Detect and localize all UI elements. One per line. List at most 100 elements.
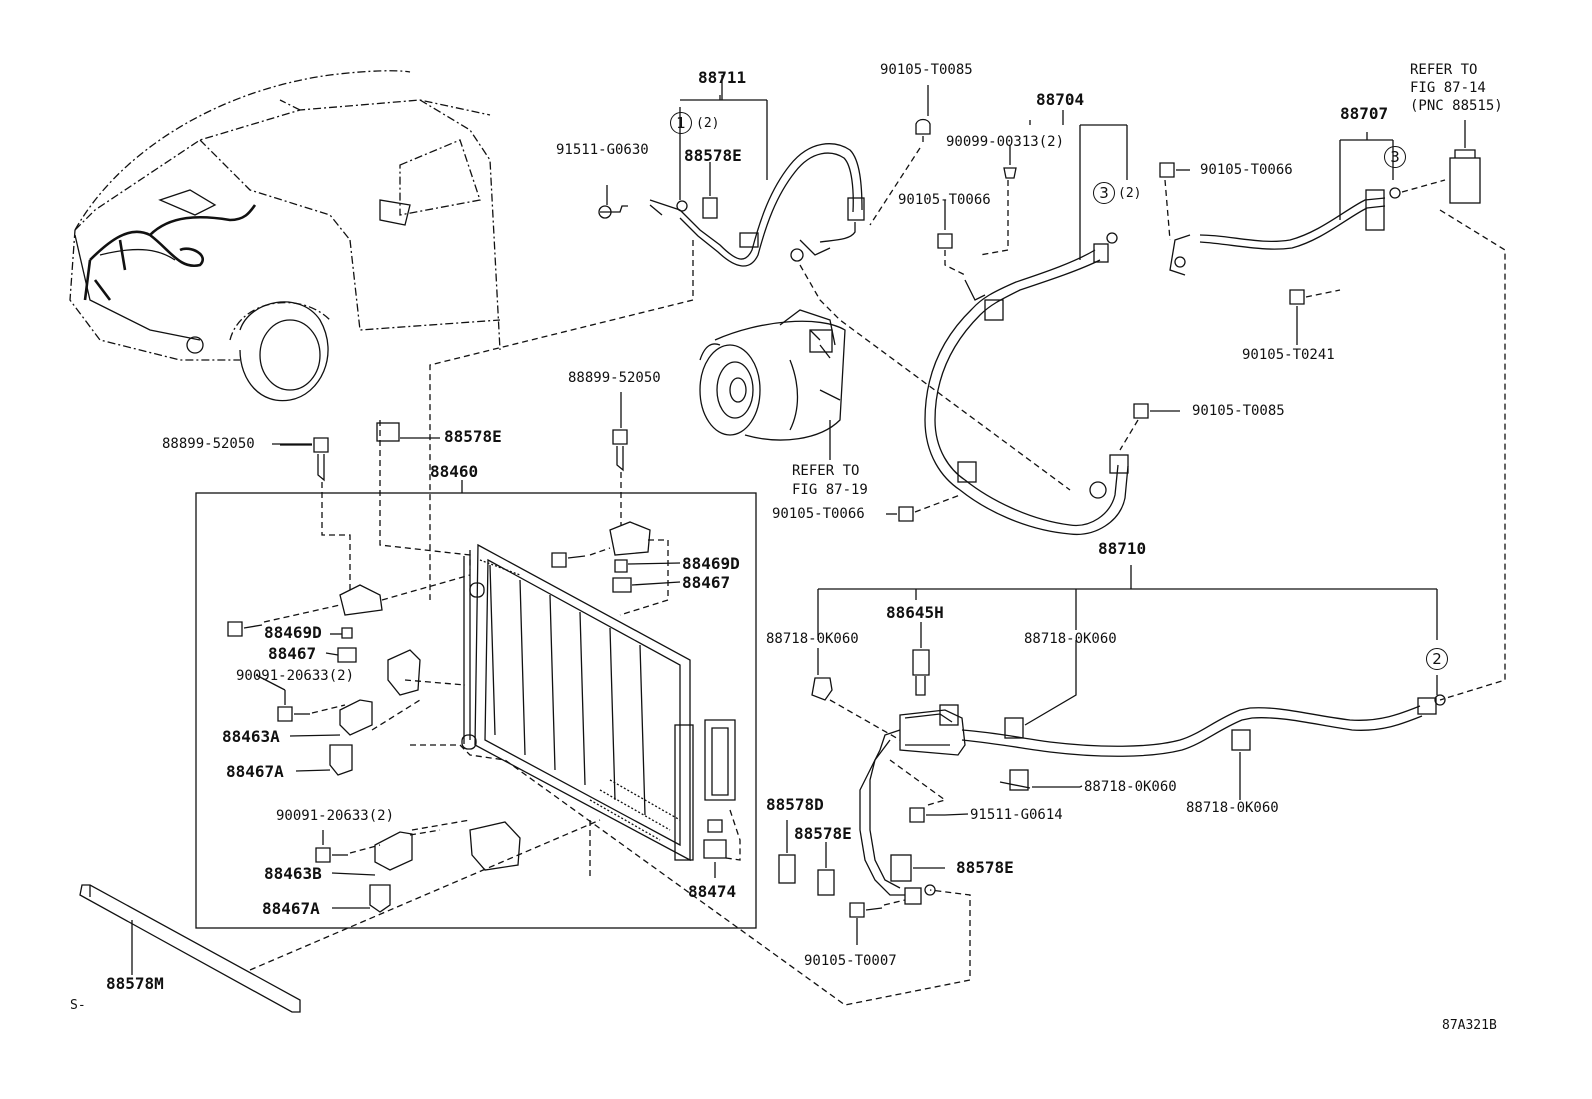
bolt-left-bracket [227,621,263,637]
label-88467A-b[interactable]: 88467A [262,899,320,918]
condenser-core [461,543,691,862]
label-88463A[interactable]: 88463A [222,727,280,746]
hose-88704 [924,243,1129,535]
label-88718-0K060-d[interactable]: 88718-0K060 [1186,800,1279,816]
bolt-90105-T0007 [849,902,883,945]
label-90091-20633-b[interactable]: 90091-20633(2) [276,808,395,824]
label-88578E-mid[interactable]: 88578E [444,427,502,446]
compressor [699,309,846,441]
bolt-90105-T0066-bottom [886,506,914,522]
callout-1: 1 [670,112,692,134]
callout-1-qty: (2) [696,116,720,131]
bolt-90105-T0085-mid [1133,403,1180,419]
label-88645H[interactable]: 88645H [886,603,944,622]
label-88718-0K060-c[interactable]: 88718-0K060 [1084,779,1177,795]
label-88578D[interactable]: 88578D [766,795,824,814]
condenser-assembly-box [195,492,757,929]
bolt-91511-G0630 [598,185,628,219]
bracket-seal-left [387,649,421,696]
hose-88710 [859,694,1446,905]
label-90099-00313[interactable]: 90099-00313(2) [946,134,1065,150]
label-88578E-top[interactable]: 88578E [684,146,742,165]
bracket-88711 [679,95,768,200]
label-refer-fig-87-14-line2[interactable]: FIG 87-14 [1410,80,1486,96]
label-88718-0K060-b[interactable]: 88718-0K060 [1024,631,1117,647]
switch-88645H [912,622,930,696]
label-88578M[interactable]: 88578M [106,974,164,993]
clip-88718-0K060-a [811,648,833,701]
label-88899-52050-mid[interactable]: 88899-52050 [568,370,661,386]
bushing-88467A-b [369,884,391,913]
label-refer-fig-87-19-line1: REFER TO [792,463,860,479]
label-90105-T0241[interactable]: 90105-T0241 [1242,347,1335,363]
bracket-88704 [1029,120,1128,260]
vehicle-front-detail [74,189,411,402]
bracket-88469D-left [339,584,383,616]
seal-block-lower [469,821,521,871]
clip-88578E-right [890,854,912,882]
bracket-88710 [817,565,1438,640]
screw-90099-00313 [1003,145,1017,179]
callout-3-88707: 3 [1384,146,1406,168]
bolt-90105-T0085-top [915,85,931,142]
bushing-88467A-a [329,744,353,776]
label-91511-G0614[interactable]: 91511-G0614 [970,807,1063,823]
bolt-90091-20633-b [315,830,348,863]
label-90105-T0066-bottom[interactable]: 90105-T0066 [772,506,865,522]
bolt-90105-T0241 [1289,289,1305,345]
label-refer-fig-87-19-line2[interactable]: FIG 87-19 [792,482,868,498]
callout-3-qty: (2) [1118,186,1142,201]
bolt-90091-20633-a [277,690,310,722]
clip-88578E-top [702,197,718,219]
label-figure-code: 87A321B [1442,1018,1497,1033]
label-90105-T0085-top[interactable]: 90105-T0085 [880,62,973,78]
bolt-88899-52050-left [280,437,329,482]
label-88474[interactable]: 88474 [688,882,737,901]
label-88467-right[interactable]: 88467 [682,573,731,592]
label-88460[interactable]: 88460 [430,462,479,481]
label-88578E-right[interactable]: 88578E [956,858,1014,877]
label-88463B[interactable]: 88463B [264,864,322,883]
label-88711[interactable]: 88711 [698,68,747,87]
label-88710[interactable]: 88710 [1098,539,1147,558]
label-88469D-right[interactable]: 88469D [682,554,740,573]
bracket-88463B [374,831,413,871]
label-90105-T0066-mid[interactable]: 90105-T0066 [898,192,991,208]
bracket-88463A [339,699,373,736]
clip-88718-0K060-c [999,781,1080,789]
label-90105-T0066-right[interactable]: 90105-T0066 [1200,162,1293,178]
label-88467-left[interactable]: 88467 [268,644,317,663]
hose-88707 [1169,189,1386,276]
label-88467A-a[interactable]: 88467A [226,762,284,781]
label-90105-T0007[interactable]: 90105-T0007 [804,953,897,969]
label-91511-G0630[interactable]: 91511-G0630 [556,142,649,158]
label-88704[interactable]: 88704 [1036,90,1085,109]
label-88469D-left[interactable]: 88469D [264,623,322,642]
label-88899-52050-left[interactable]: 88899-52050 [162,436,255,452]
label-refer-fig-87-14-line3[interactable]: (PNC 88515) [1410,98,1503,114]
bracket-88469D-right [609,521,651,556]
receiver-drier [674,719,736,861]
bolt-90105-T0066-mid [937,200,953,249]
label-88578E-low[interactable]: 88578E [794,824,852,843]
clip-88578E-mid [376,422,400,442]
bolt-90105-T0066-right [1159,162,1190,178]
callout-2: 2 [1426,648,1448,670]
clip-88578E-low [817,869,835,896]
hose-88711 [649,143,865,267]
label-90105-T0085-mid[interactable]: 90105-T0085 [1192,403,1285,419]
seal-strip-88578M [79,884,301,1013]
vehicle-illustration [69,70,501,361]
label-88707[interactable]: 88707 [1340,104,1389,123]
label-88718-0K060-a[interactable]: 88718-0K060 [766,631,859,647]
expansion-valve [1449,120,1481,204]
vehicle-wiring-harness [83,204,257,301]
bolt-88899-52050-mid [612,392,628,472]
label-refer-fig-87-14-line1: REFER TO [1410,62,1478,78]
bolt-right-bracket [551,552,586,568]
bracket-88707 [1339,132,1394,220]
callout-3-88704: 3 [1093,182,1115,204]
